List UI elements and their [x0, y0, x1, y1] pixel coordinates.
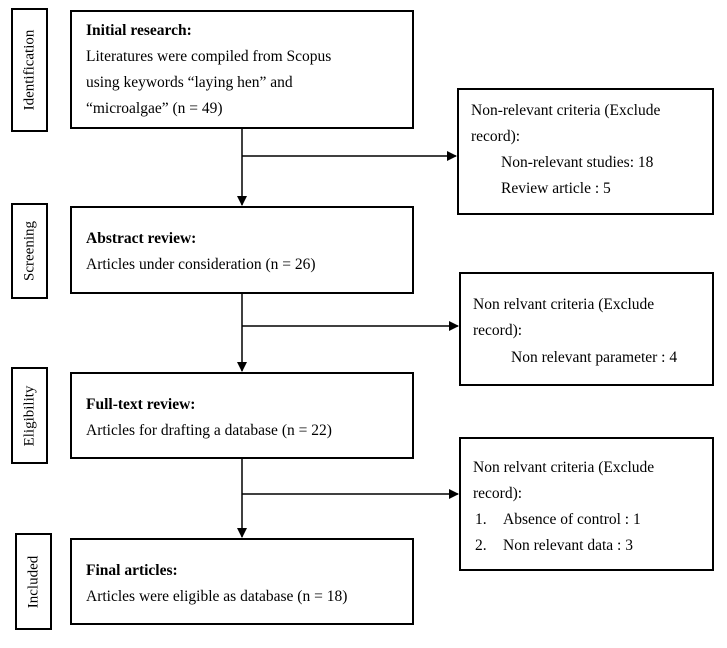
- exclusion-1-line-1: Non-relevant criteria (Exclude: [471, 102, 661, 119]
- exclusion-2-line-1: Non relvant criteria (Exclude: [473, 296, 655, 313]
- initial-research-title: Initial research:: [86, 22, 192, 39]
- exclusion-box-identification: Non-relevant criteria (Exclude record): …: [457, 88, 714, 215]
- stage-eligibility: Eligibility: [11, 367, 48, 464]
- fulltext-review-box: Full-text review: Articles for drafting …: [70, 372, 414, 459]
- final-articles-line-1: Articles were eligible as database (n = …: [86, 588, 348, 605]
- abstract-review-title: Abstract review:: [86, 230, 197, 247]
- exclusion-box-eligibility: Non relvant criteria (Exclude record): 1…: [459, 437, 714, 571]
- stage-screening: Screening: [11, 203, 48, 299]
- initial-research-box: Initial research: Literatures were compi…: [70, 10, 414, 129]
- exclusion-3-item-1-number: 1.: [475, 511, 487, 528]
- fulltext-review-title: Full-text review:: [86, 396, 196, 413]
- abstract-review-line-1: Articles under consideration (n = 26): [86, 256, 316, 273]
- exclusion-2-line-2: record):: [473, 322, 523, 339]
- final-articles-box: Final articles: Articles were eligible a…: [70, 538, 414, 625]
- initial-research-line-3: “microalgae” (n = 49): [86, 100, 223, 117]
- exclusion-3-item-2-number: 2.: [475, 537, 487, 554]
- abstract-review-box: Abstract review: Articles under consider…: [70, 206, 414, 294]
- exclusion-3-line-1: Non relvant criteria (Exclude: [473, 459, 655, 476]
- exclusion-2-line-3: Non relevant parameter : 4: [511, 349, 678, 366]
- exclusion-1-line-3: Non-relevant studies: 18: [501, 154, 654, 171]
- exclusion-box-screening: Non relvant criteria (Exclude record): N…: [459, 272, 714, 386]
- exclusion-3-item-2-text: Non relevant data : 3: [503, 537, 633, 554]
- exclusion-3-item-1-text: Absence of control : 1: [503, 511, 641, 528]
- initial-research-line-2: using keywords “laying hen” and: [86, 74, 293, 91]
- exclusion-1-line-2: record):: [471, 128, 521, 145]
- final-articles-title: Final articles:: [86, 562, 178, 579]
- stage-included: Included: [15, 533, 52, 630]
- initial-research-line-1: Literatures were compiled from Scopus: [86, 48, 332, 65]
- fulltext-review-line-1: Articles for drafting a database (n = 22…: [86, 422, 332, 439]
- exclusion-1-line-4: Review article : 5: [501, 180, 611, 197]
- exclusion-3-line-2: record):: [473, 485, 523, 502]
- stage-identification: Identification: [11, 8, 48, 132]
